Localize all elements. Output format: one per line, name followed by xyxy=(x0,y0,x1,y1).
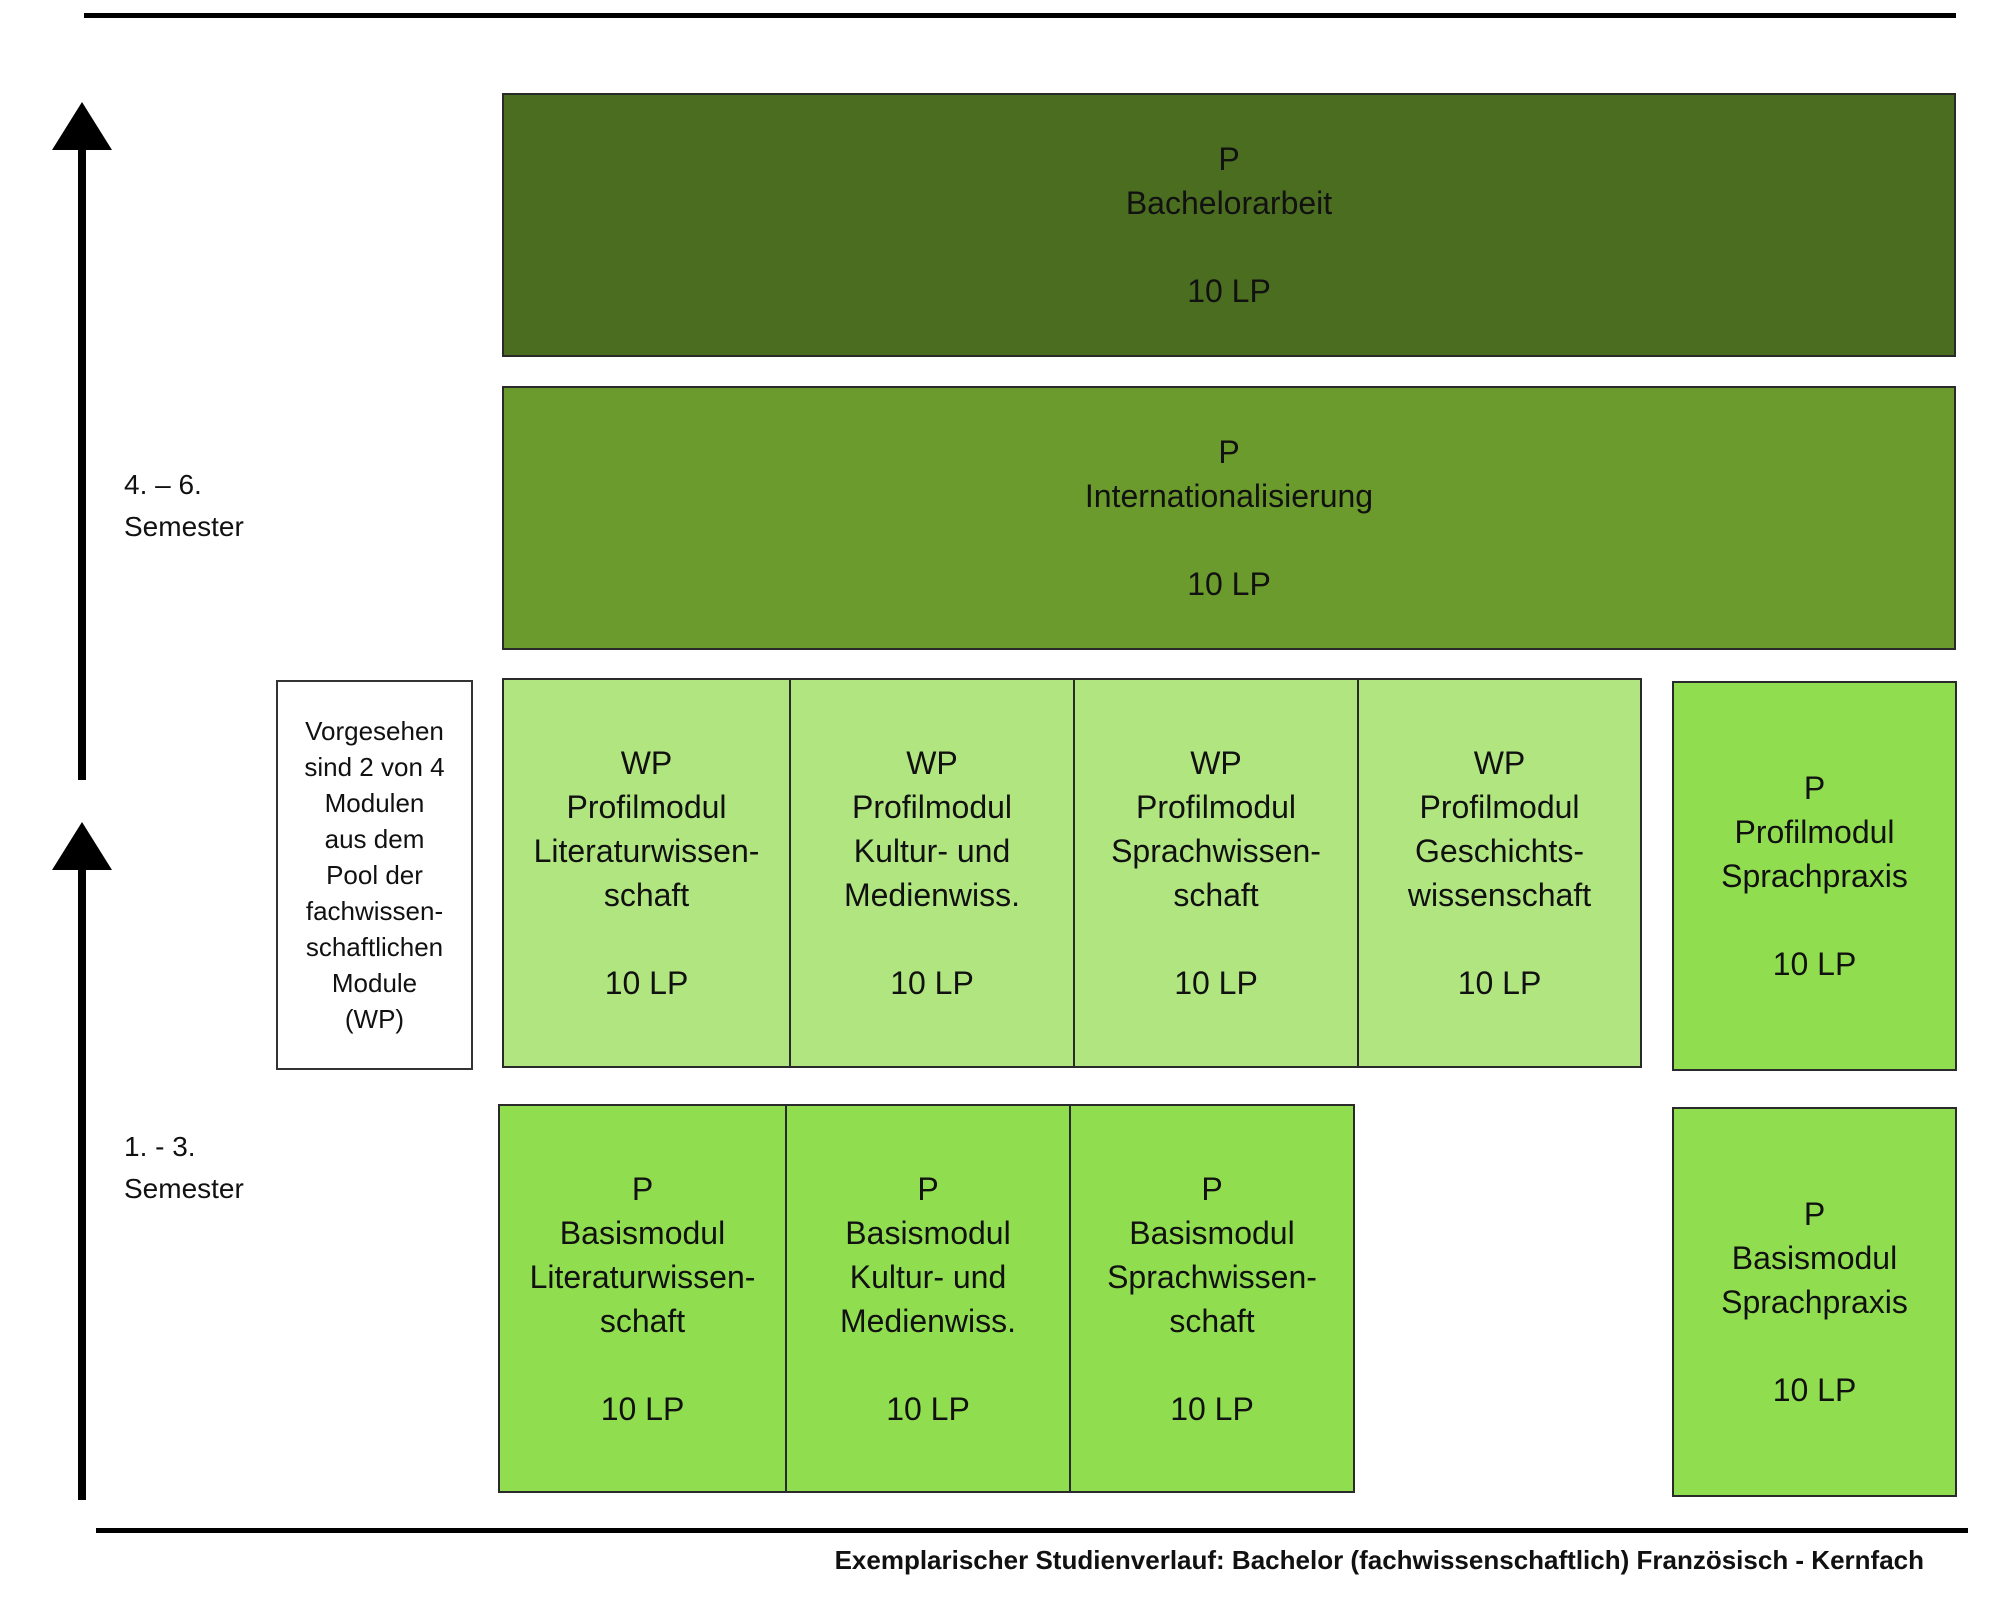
module-title: schaft xyxy=(1169,1302,1255,1339)
note-line: aus dem xyxy=(324,824,425,854)
module-title: Literaturwissen- xyxy=(533,833,760,869)
module-type: WP xyxy=(1473,745,1526,781)
module-type: P xyxy=(1803,770,1826,806)
semester-word: Semester xyxy=(124,1173,244,1204)
module-credits: 10 LP xyxy=(1174,965,1258,1001)
note-line: fachwissen- xyxy=(305,896,444,926)
module-title: Literaturwissen- xyxy=(529,1258,756,1295)
module-credits: 10 LP xyxy=(1457,965,1542,1001)
module-title: wissenschaft xyxy=(1407,877,1592,913)
module-type: WP xyxy=(1190,745,1242,781)
semester-word: Semester xyxy=(124,511,244,542)
module-title: Sprachwissen- xyxy=(1111,833,1321,869)
note-line: Vorgesehen xyxy=(305,716,444,746)
module-profil-geschichtswissenschaft: WP Profilmodul Geschichts- wissenschaft … xyxy=(1357,678,1642,1068)
module-title: Profilmodul xyxy=(566,789,727,825)
module-type: WP xyxy=(906,745,958,781)
module-title: Bachelorarbeit xyxy=(1125,185,1333,221)
semester-label-lower: 1. - 3. Semester xyxy=(124,1126,244,1210)
diagram-caption: Exemplarischer Studienverlauf: Bachelor … xyxy=(834,1545,1924,1575)
module-credits: 10 LP xyxy=(890,965,974,1001)
module-title: Profilmodul xyxy=(851,789,1013,825)
lower-arrow-line xyxy=(78,868,86,1500)
module-type: WP xyxy=(620,745,673,781)
module-basis-kultur-medienwiss: P Basismodul Kultur- und Medienwiss. 10 … xyxy=(785,1104,1071,1493)
module-credits: 10 LP xyxy=(600,1390,685,1427)
module-title: Profilmodul xyxy=(1135,789,1297,825)
module-credits: 10 LP xyxy=(1170,1390,1254,1427)
note-line: (WP) xyxy=(344,1004,405,1034)
module-title: Profilmodul xyxy=(1419,789,1580,825)
module-title: schaft xyxy=(599,1302,686,1339)
module-title: Profilmodul xyxy=(1734,814,1895,850)
module-credits: 10 LP xyxy=(1772,946,1857,982)
module-title: Kultur- und xyxy=(853,833,1011,869)
bottom-rule xyxy=(96,1528,1968,1533)
module-internationalisierung: P Internationalisierung 10 LP xyxy=(502,386,1956,650)
module-title: Sprachpraxis xyxy=(1721,858,1908,894)
module-credits: 10 LP xyxy=(1772,1372,1857,1408)
semester-range: 1. - 3. xyxy=(124,1131,196,1162)
module-credits: 10 LP xyxy=(1187,566,1271,602)
module-bachelorarbeit: P Bachelorarbeit 10 LP xyxy=(502,93,1956,357)
module-title: Basismodul xyxy=(1129,1214,1295,1251)
note-line: Module xyxy=(331,968,418,998)
upper-arrow-head-icon xyxy=(52,102,112,150)
module-title: Medienwiss. xyxy=(843,877,1021,913)
semester-range: 4. – 6. xyxy=(124,469,202,500)
module-profil-sprachwissenschaft: WP Profilmodul Sprachwissen- schaft 10 L… xyxy=(1073,678,1359,1068)
module-type: P xyxy=(1803,1196,1826,1232)
module-type: P xyxy=(1218,434,1240,470)
module-title: Kultur- und xyxy=(849,1258,1007,1295)
module-title: Basismodul xyxy=(559,1214,726,1251)
module-credits: 10 LP xyxy=(1187,273,1271,309)
module-title: schaft xyxy=(603,877,690,913)
module-basis-literaturwissenschaft: P Basismodul Literaturwissen- schaft 10 … xyxy=(498,1104,787,1493)
note-line: Pool der xyxy=(326,860,423,890)
module-type: P xyxy=(917,1170,939,1207)
module-title: Internationalisierung xyxy=(1084,478,1374,514)
module-profil-kultur-medienwiss: WP Profilmodul Kultur- und Medienwiss. 1… xyxy=(789,678,1075,1068)
upper-arrow-line xyxy=(78,148,86,780)
module-title: Medienwiss. xyxy=(839,1302,1017,1339)
module-type: P xyxy=(631,1170,654,1207)
module-title: Geschichts- xyxy=(1415,833,1584,869)
top-rule xyxy=(84,13,1956,18)
module-credits: 10 LP xyxy=(604,965,689,1001)
module-title: Sprachpraxis xyxy=(1721,1284,1908,1320)
module-title: Basismodul xyxy=(1731,1240,1898,1276)
note-line: schaftlichen xyxy=(305,932,444,962)
module-type: P xyxy=(1218,141,1240,177)
wp-pool-note: Vorgesehen sind 2 von 4 Modulen aus dem … xyxy=(276,680,473,1070)
module-profil-literaturwissenschaft: WP Profilmodul Literaturwissen- schaft 1… xyxy=(502,678,791,1068)
note-line: sind 2 von 4 xyxy=(304,752,445,782)
module-title: schaft xyxy=(1173,877,1259,913)
module-basis-sprachpraxis: P Basismodul Sprachpraxis 10 LP xyxy=(1672,1107,1957,1497)
module-title: Sprachwissen- xyxy=(1107,1258,1317,1295)
semester-label-upper: 4. – 6. Semester xyxy=(124,464,244,548)
module-basis-sprachwissenschaft: P Basismodul Sprachwissen- schaft 10 LP xyxy=(1069,1104,1355,1493)
module-type: P xyxy=(1201,1170,1223,1207)
module-profil-sprachpraxis: P Profilmodul Sprachpraxis 10 LP xyxy=(1672,681,1957,1071)
note-line: Modulen xyxy=(324,788,425,818)
module-title: Basismodul xyxy=(845,1214,1011,1251)
lower-arrow-head-icon xyxy=(52,822,112,870)
module-credits: 10 LP xyxy=(886,1390,970,1427)
